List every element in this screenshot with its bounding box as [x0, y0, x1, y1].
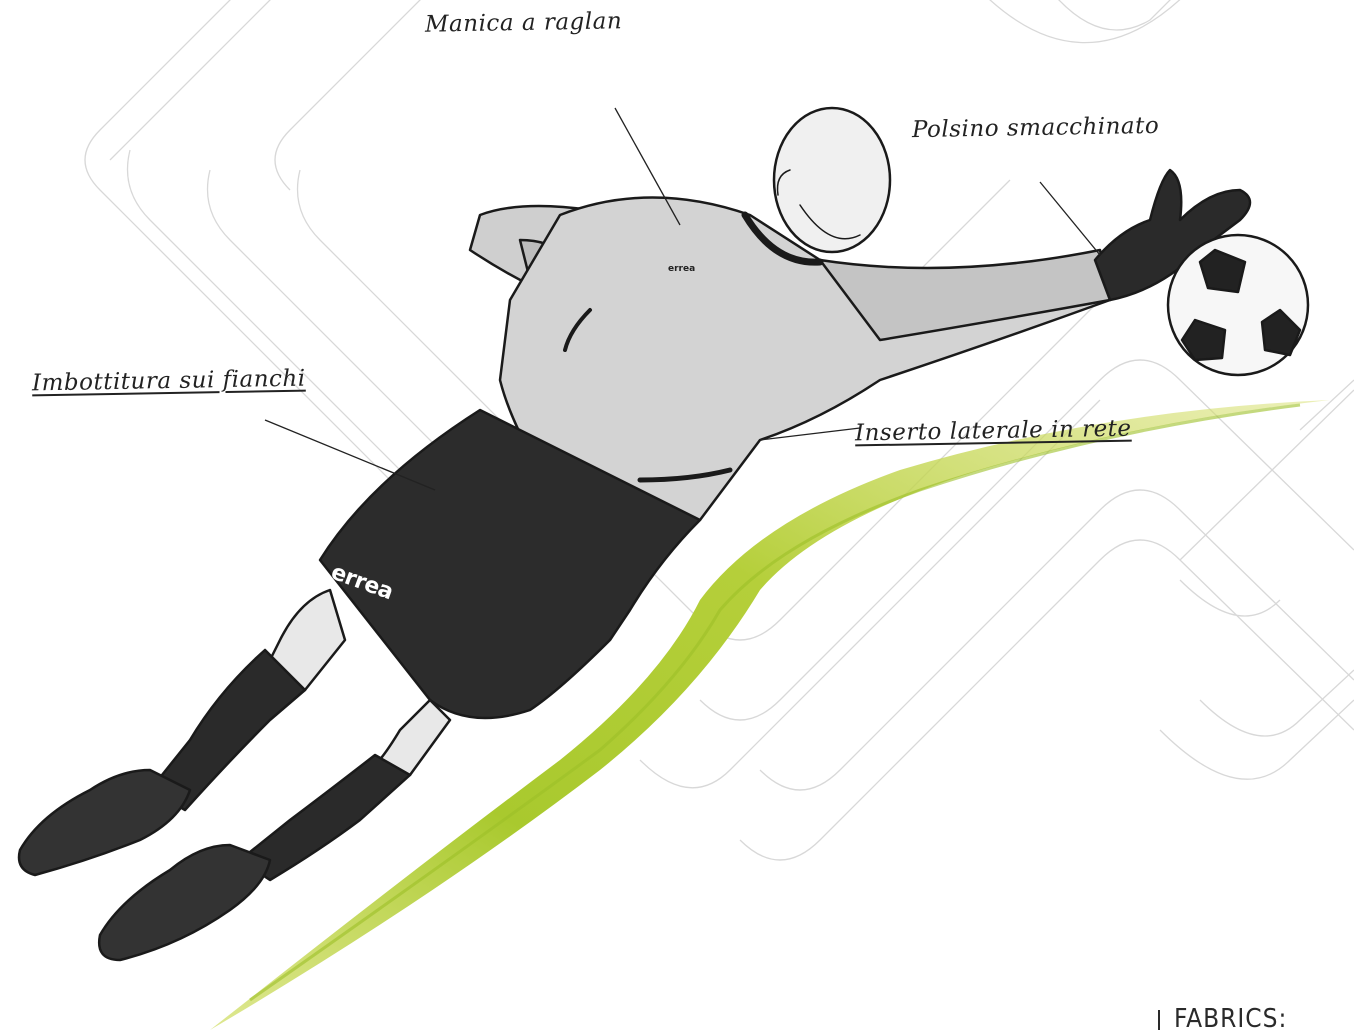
label-hip-padding: Imbottitura sui fianchi [32, 366, 306, 397]
leader-mesh [760, 428, 860, 440]
leader-padding [265, 420, 435, 490]
leader-cuff [1040, 182, 1100, 255]
label-raglan-sleeve: Manica a raglan [425, 8, 623, 37]
heading-bar [1158, 1010, 1160, 1030]
label-cuff: Polsino smacchinato [912, 113, 1160, 143]
errea-logo-shirt: errea [668, 264, 695, 274]
fabrics-title: FABRICS: [1174, 1004, 1287, 1030]
fabrics-heading: FABRICS: [1158, 1004, 1287, 1030]
leader-sleeve [615, 108, 680, 225]
label-mesh-insert: Inserto laterale in rete [855, 416, 1132, 447]
